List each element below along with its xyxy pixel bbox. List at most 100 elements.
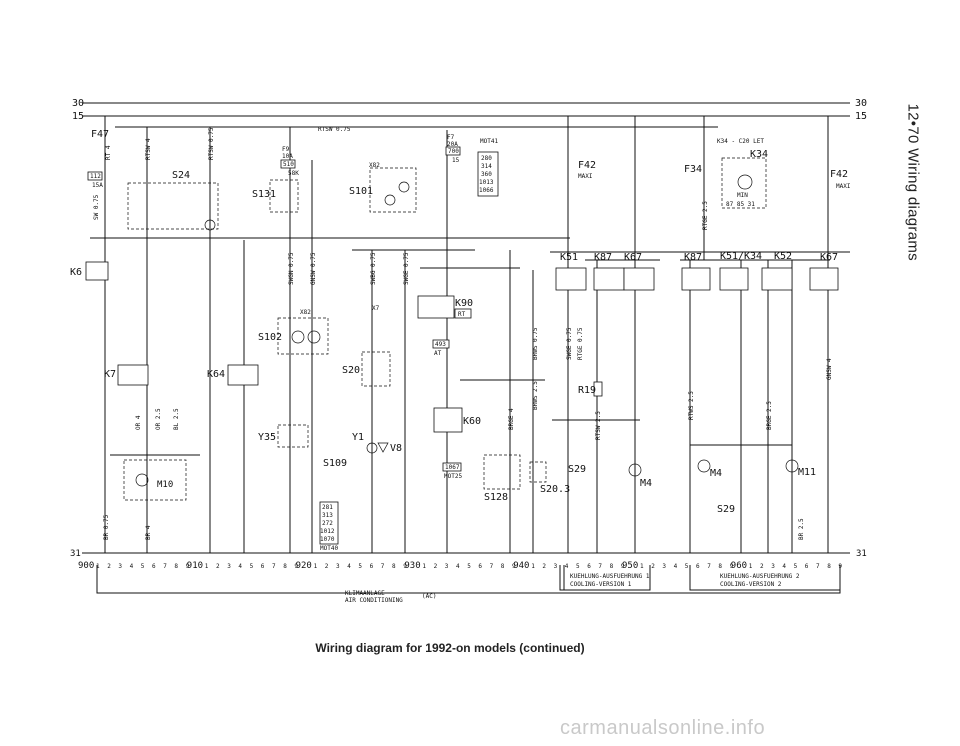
- scale-digit: 7: [490, 563, 494, 570]
- s24-label: S24: [172, 170, 190, 181]
- k34-clock-icon: [737, 174, 753, 190]
- scale-digit: 6: [152, 563, 156, 570]
- m4a-label: M4: [640, 478, 652, 489]
- s109-ref-4: 1012: [320, 528, 335, 535]
- scale-digit: 5: [358, 563, 362, 570]
- k87a-label: K87: [594, 252, 612, 263]
- scale-digit: 9: [294, 563, 298, 570]
- scale-digit: 8: [827, 563, 831, 570]
- wire-label: BR 2.5: [798, 518, 805, 540]
- s102-lamp-icon-a: [291, 330, 305, 344]
- s128-box: [483, 454, 521, 490]
- scale-digit: 7: [816, 563, 820, 570]
- ac-tag: (AC): [422, 593, 436, 600]
- scale-digit: 5: [467, 563, 471, 570]
- k34-nums: 87 85 31: [726, 201, 755, 208]
- scale-digit: 9: [403, 563, 407, 570]
- scale-digit: 8: [392, 563, 396, 570]
- scale-digit: 5: [576, 563, 580, 570]
- mot41-ref-1: 280: [481, 155, 492, 162]
- wire-label: BR 4: [145, 525, 152, 540]
- k34b-label: /K34: [738, 251, 762, 262]
- scale-digit: 2: [542, 563, 546, 570]
- m10-label: M10: [157, 480, 173, 490]
- y35-label: Y35: [258, 432, 276, 443]
- scale-digit: 1: [749, 563, 753, 570]
- wire-label: GNSW 0.75: [310, 252, 317, 285]
- scale-digit: 2: [107, 563, 111, 570]
- scale-digit: 9: [512, 563, 516, 570]
- f42b-maxi: MAXI: [836, 183, 851, 190]
- scale-digit: 7: [163, 563, 167, 570]
- scale-digit: 8: [501, 563, 505, 570]
- f9-ref: 510: [283, 161, 294, 168]
- scale-digit: 6: [478, 563, 482, 570]
- s29b-label: S29: [717, 504, 735, 515]
- s24-switch-box: [127, 182, 219, 230]
- wire-label: BL 2.5: [173, 408, 180, 430]
- scale-digit: 1: [422, 563, 426, 570]
- scale-digit: 5: [250, 563, 254, 570]
- scale-digit: 1: [640, 563, 644, 570]
- cooling-v2-bracket: [689, 565, 841, 591]
- rail-30-right-label: 30: [855, 98, 867, 109]
- scale-digit: 6: [805, 563, 809, 570]
- scale-digit: 1: [314, 563, 318, 570]
- y1-clutch-icon: [366, 442, 378, 454]
- k51b-label: K51: [720, 251, 738, 262]
- cool1-en: COOLING-VERSION 1: [570, 581, 632, 588]
- ac-en: AIR CONDITIONING: [345, 597, 403, 604]
- m11-motor-icon: [785, 459, 799, 473]
- mot41-label: MOT41: [480, 138, 498, 145]
- scale-digit: 6: [370, 563, 374, 570]
- scale-digit: 5: [141, 563, 145, 570]
- m10-motor-icon: [135, 473, 149, 487]
- scale-digit: 2: [325, 563, 329, 570]
- k34-box: [721, 157, 767, 209]
- k6-relay-box: [85, 261, 109, 281]
- f47-ref-b: 15A: [92, 182, 103, 189]
- scale-digit: 3: [336, 563, 340, 570]
- scale-digit: 3: [554, 563, 558, 570]
- scale-digit: 7: [598, 563, 602, 570]
- f42a-label: F42: [578, 160, 596, 171]
- s109-label: S109: [323, 458, 347, 469]
- s102-lamp-icon-b: [307, 330, 321, 344]
- s24-lamp-icon: [204, 219, 216, 231]
- k67b-relay-box: [809, 267, 839, 291]
- scale-group-label: 930: [404, 561, 420, 571]
- f34-label: F34: [684, 164, 702, 175]
- scale-digit: 8: [718, 563, 722, 570]
- k90-ref: 493: [435, 341, 446, 348]
- mot41-ref-3: 360: [481, 171, 492, 178]
- scale-group-label: 900: [78, 561, 94, 571]
- cool2-de: KUEHLUNG-AUSFUEHRUNG 2: [720, 573, 800, 580]
- s109-ref-5: 1070: [320, 536, 335, 543]
- scale-digit: 3: [662, 563, 666, 570]
- wire-label: BR 0.75: [103, 514, 110, 540]
- k60-relay-box: [433, 407, 463, 433]
- wire-label: OR 2.5: [155, 408, 162, 430]
- k52-label: K52: [774, 251, 792, 262]
- m11-label: M11: [798, 467, 816, 478]
- m4a-motor-icon: [628, 463, 642, 477]
- cool1-de: KUEHLUNG-AUSFUEHRUNG 1: [570, 573, 650, 580]
- scale-digit: 7: [272, 563, 276, 570]
- wire-label-group: SW 0.75 RT 4 RTSW 4 RTSW 0.75 SWGN 0.75 …: [93, 127, 833, 540]
- s101-lamp-icon-b: [398, 181, 410, 193]
- k60-ref: 1067: [445, 464, 460, 471]
- scale-group-label: 940: [513, 561, 529, 571]
- s131-label: S131: [252, 189, 276, 200]
- wire-label: RTSW 0.75: [208, 127, 215, 160]
- scale-digit: 3: [771, 563, 775, 570]
- k7-label: K7: [104, 369, 116, 380]
- scale-digit: 4: [347, 563, 351, 570]
- mot41-ref-5: 1066: [479, 187, 494, 194]
- f7-label: F7: [447, 134, 455, 141]
- scale-digit: 1: [96, 563, 100, 570]
- wire-label: GNSW 4: [826, 358, 833, 380]
- s109-ref-3: 272: [322, 520, 333, 527]
- m4b-label: M4: [710, 468, 722, 479]
- k64-relay-box: [227, 364, 259, 386]
